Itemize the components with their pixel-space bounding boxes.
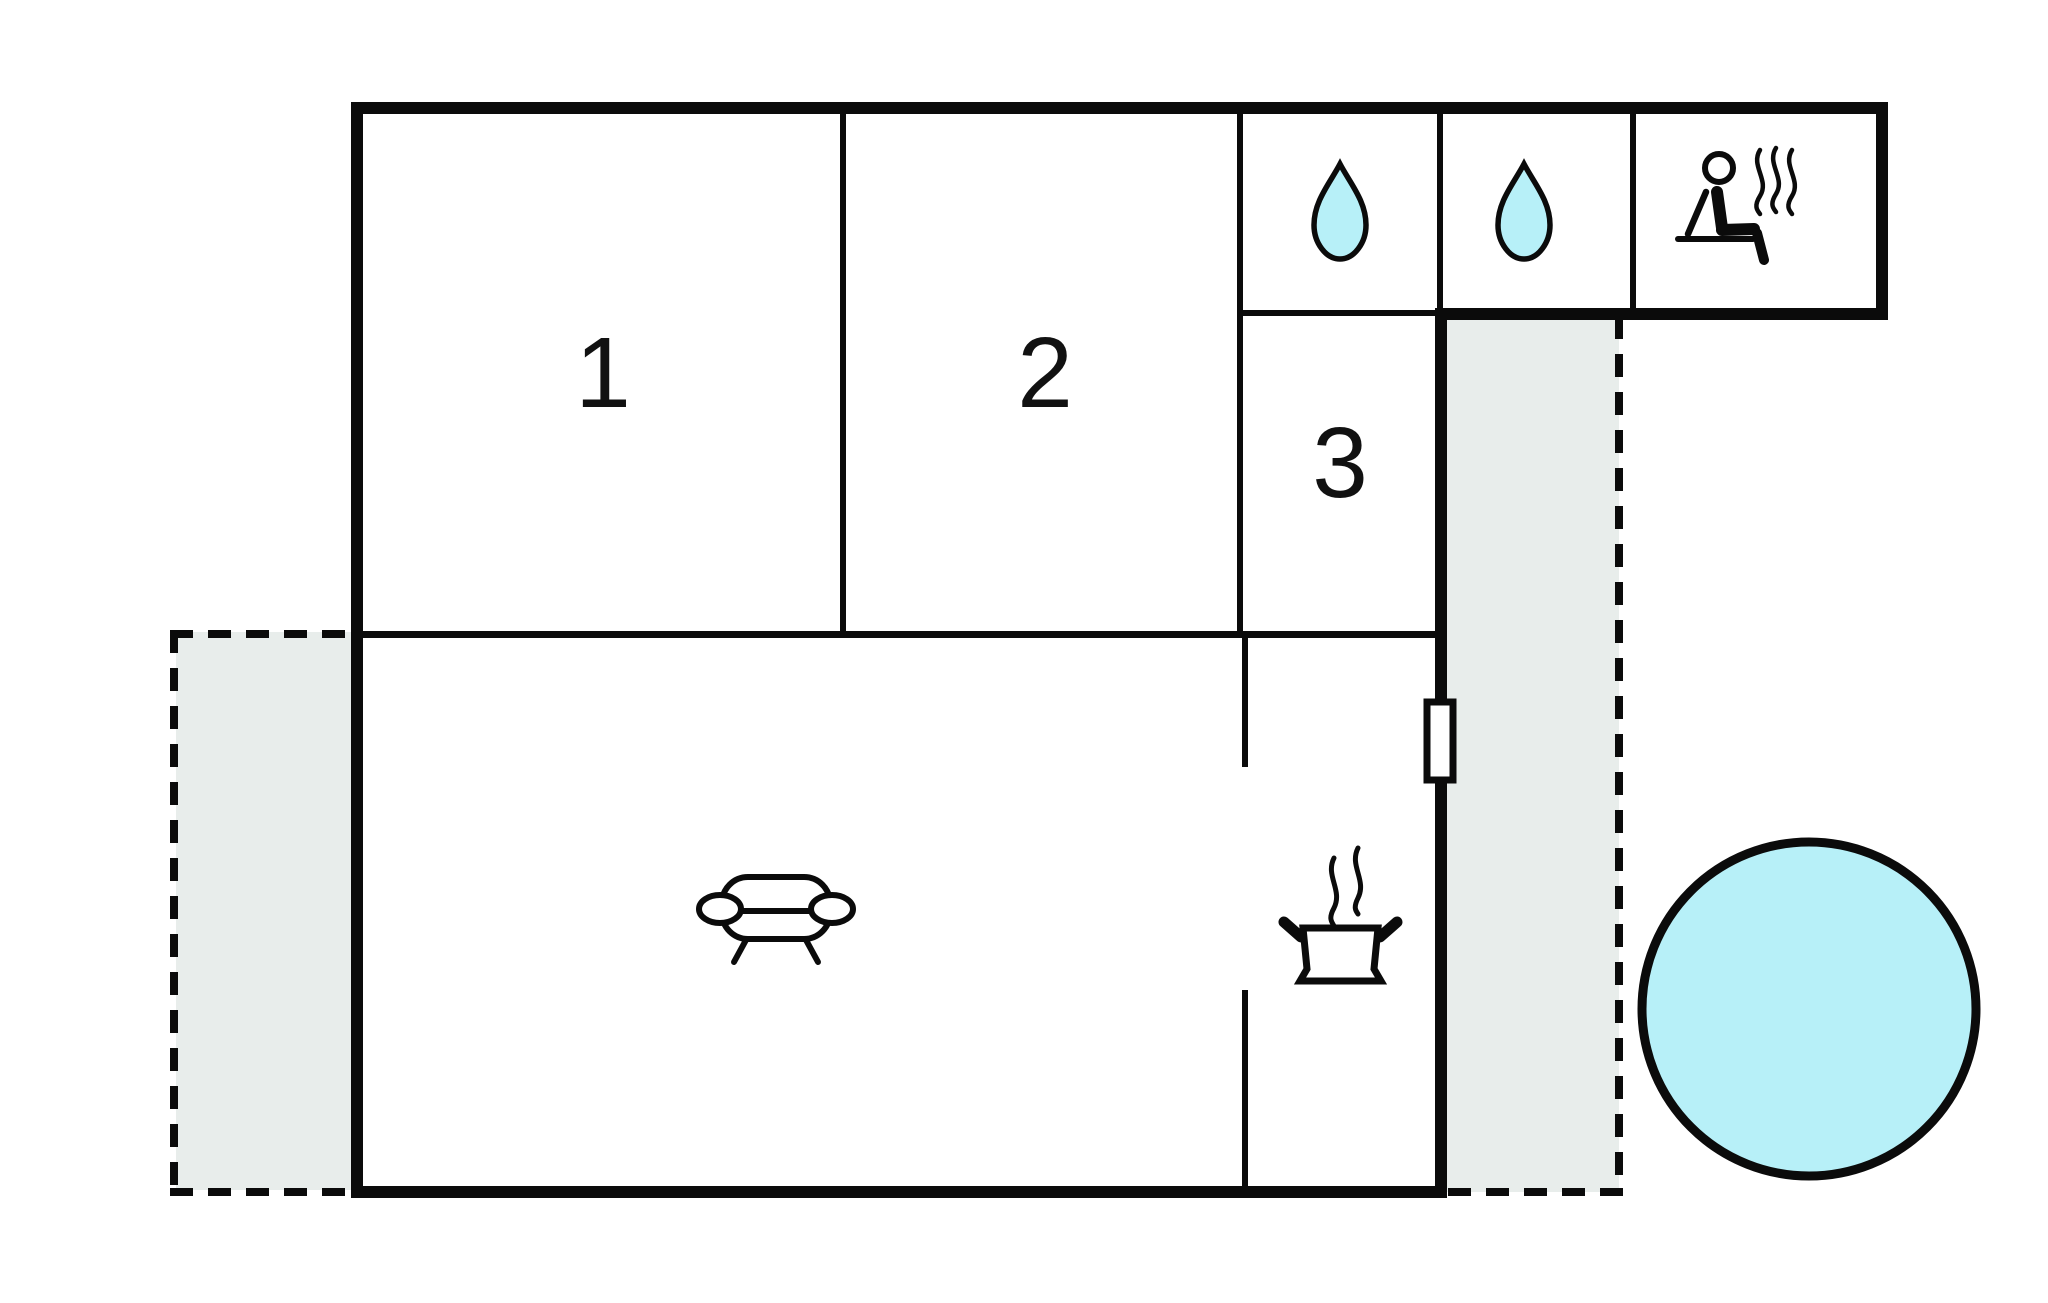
- cooking-pot-icon: [1278, 845, 1403, 985]
- room-2-label: 2: [1017, 317, 1073, 429]
- right-terrace: [1445, 314, 1619, 1192]
- wall-bath1-bath2: [1437, 113, 1443, 313]
- water-drop-icon: [1495, 158, 1553, 262]
- sofa-armrest-right: [808, 892, 856, 926]
- wall-sauna-right: [1876, 102, 1888, 320]
- wall-room1-room2: [840, 113, 846, 638]
- room-1-label: 1: [575, 317, 631, 429]
- pot-body: [1293, 924, 1388, 985]
- water-drop-shape: [1311, 158, 1369, 262]
- sofa-icon: [696, 874, 856, 965]
- wall-kitchen-lower: [1242, 990, 1248, 1190]
- wall-rooms-living-divider: [357, 631, 1441, 638]
- sauna-person-thigh: [1716, 223, 1760, 236]
- steam-wave: [1352, 845, 1364, 917]
- pot-handle-right: [1374, 916, 1403, 943]
- sauna-person-torso: [1711, 186, 1728, 234]
- water-drop-icon: [1311, 158, 1369, 262]
- wall-room2-room3: [1237, 113, 1243, 638]
- pot-handle-left: [1278, 916, 1307, 943]
- wall-bath2-sauna: [1630, 113, 1636, 313]
- wall-room3-top: [1237, 310, 1443, 316]
- window-marker: [1423, 698, 1457, 784]
- water-drop-shape: [1495, 158, 1553, 262]
- wall-left: [351, 102, 363, 1198]
- sofa-leg-right: [803, 937, 821, 965]
- sofa-armrest-left: [696, 892, 744, 926]
- sauna-person-head: [1702, 151, 1736, 185]
- steam-wave: [1786, 147, 1798, 217]
- sauna-person-shin: [1752, 228, 1769, 265]
- wall-sauna-strip-bottom: [1435, 308, 1888, 320]
- terraces: [176, 314, 1619, 1192]
- hot-tub-circle: [1637, 837, 1981, 1181]
- steam-wave: [1754, 147, 1766, 217]
- sauna-person-icon: [1675, 145, 1798, 265]
- terrace-borders: [170, 316, 1623, 1196]
- room-3-label: 3: [1312, 407, 1368, 519]
- interior-walls: [357, 113, 1636, 1190]
- sauna-person-arm: [1684, 188, 1710, 238]
- left-terrace: [176, 632, 357, 1190]
- steam-wave: [1770, 145, 1782, 215]
- wall-top: [351, 102, 1888, 114]
- wall-bottom: [351, 1186, 1447, 1198]
- wall-kitchen-upper: [1242, 638, 1248, 767]
- room-labels: 1 2 3: [575, 317, 1368, 519]
- steam-wave: [1328, 855, 1340, 929]
- sofa-leg-left: [731, 937, 749, 965]
